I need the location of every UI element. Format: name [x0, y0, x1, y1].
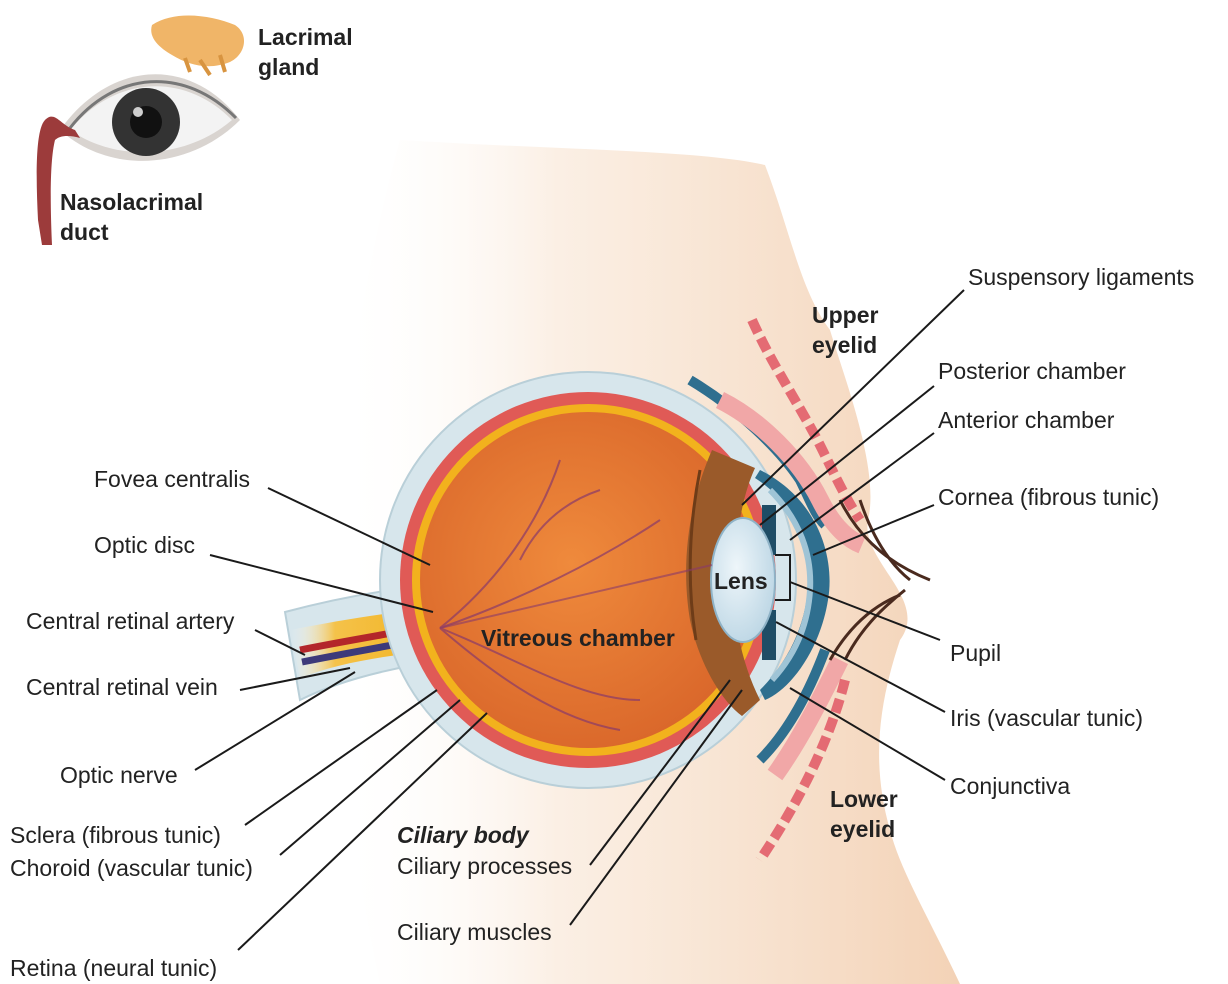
- lacrimal-gland-shape: [151, 16, 244, 67]
- label-lacrimal-gland: Lacrimal gland: [258, 22, 353, 82]
- label-sclera: Sclera (fibrous tunic): [10, 820, 221, 850]
- label-lower-eyelid: Lower eyelid: [830, 784, 898, 844]
- label-optic-nerve: Optic nerve: [60, 760, 178, 790]
- label-nasolacrimal-duct: Nasolacrimal duct: [60, 187, 203, 247]
- label-choroid: Choroid (vascular tunic): [10, 853, 253, 883]
- label-upper-eyelid-line2: eyelid: [812, 330, 878, 360]
- label-central-retinal-artery: Central retinal artery: [26, 606, 234, 636]
- label-retina: Retina (neural tunic): [10, 953, 217, 983]
- label-optic-disc: Optic disc: [94, 530, 195, 560]
- label-lower-eyelid-line2: eyelid: [830, 814, 898, 844]
- label-vitreous-chamber: Vitreous chamber: [481, 623, 675, 653]
- label-nasolacrimal-duct-line1: Nasolacrimal: [60, 187, 203, 217]
- label-lower-eyelid-line1: Lower: [830, 784, 898, 814]
- label-posterior-chamber: Posterior chamber: [938, 356, 1126, 386]
- label-fovea-centralis: Fovea centralis: [94, 464, 250, 494]
- label-ciliary-body: Ciliary body: [397, 820, 529, 850]
- label-pupil: Pupil: [950, 638, 1001, 668]
- label-anterior-chamber: Anterior chamber: [938, 405, 1114, 435]
- label-ciliary-processes: Ciliary processes: [397, 851, 572, 881]
- label-nasolacrimal-duct-line2: duct: [60, 217, 203, 247]
- label-lacrimal-gland-line1: Lacrimal: [258, 22, 353, 52]
- label-cornea: Cornea (fibrous tunic): [938, 482, 1159, 512]
- label-upper-eyelid-line1: Upper: [812, 300, 878, 330]
- label-lens: Lens: [714, 566, 768, 596]
- label-suspensory-ligaments: Suspensory ligaments: [968, 262, 1194, 292]
- label-lacrimal-gland-line2: gland: [258, 52, 353, 82]
- label-conjunctiva: Conjunctiva: [950, 771, 1070, 801]
- label-upper-eyelid: Upper eyelid: [812, 300, 878, 360]
- label-iris: Iris (vascular tunic): [950, 703, 1143, 733]
- label-central-retinal-vein: Central retinal vein: [26, 672, 218, 702]
- label-ciliary-muscles: Ciliary muscles: [397, 917, 552, 947]
